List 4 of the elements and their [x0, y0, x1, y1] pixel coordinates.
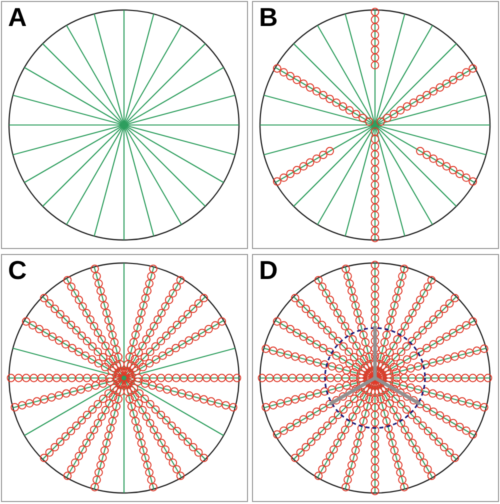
panel-letter: D [259, 256, 278, 284]
panel-letter: C [8, 256, 27, 284]
panel-letter: B [259, 3, 278, 31]
panel-letter: A [8, 3, 27, 31]
